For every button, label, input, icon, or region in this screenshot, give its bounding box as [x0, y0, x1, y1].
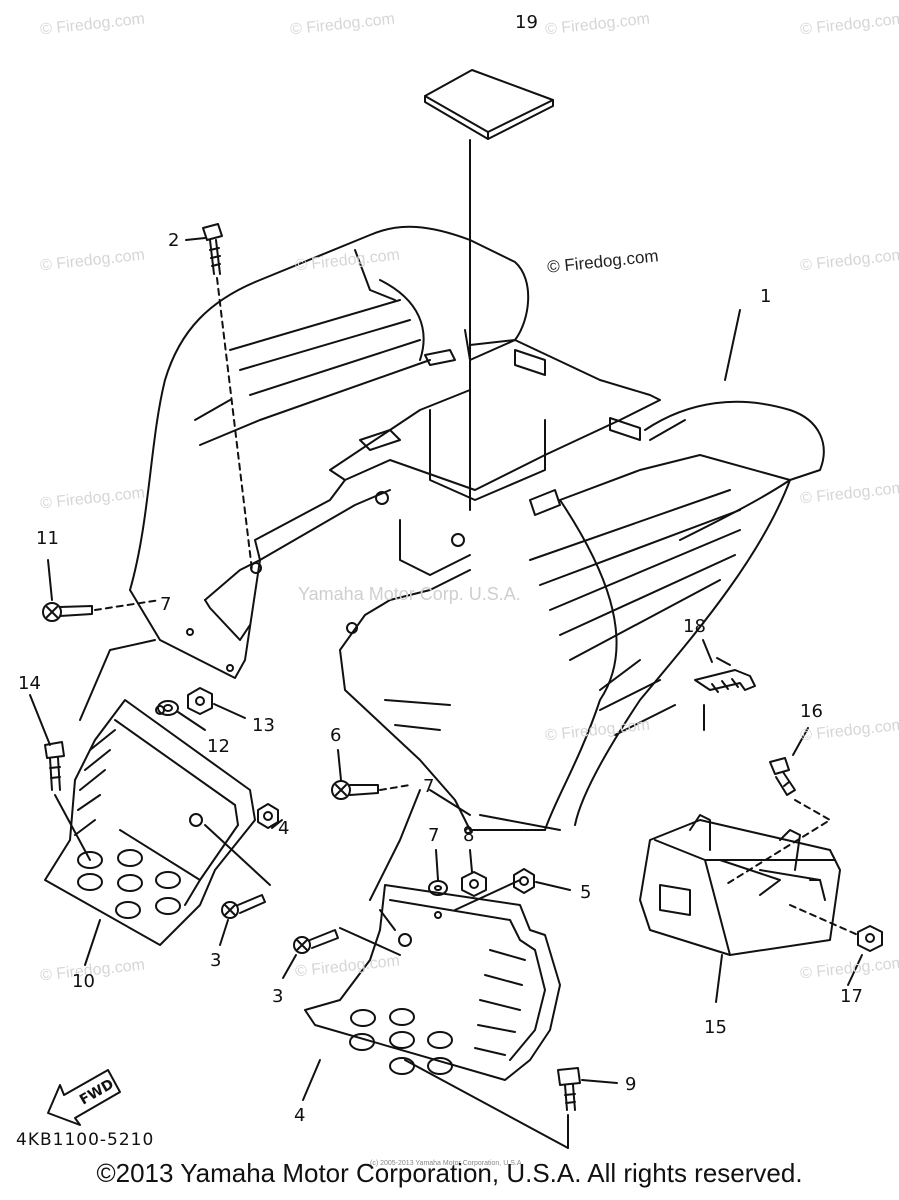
part-9-bolt: [557, 1067, 581, 1111]
dash-11: [94, 599, 161, 611]
callout-17: 17: [840, 986, 863, 1007]
dash-16: [724, 799, 831, 886]
fwd-arrow-icon: [47, 1069, 121, 1126]
callout-16: 16: [800, 701, 823, 722]
leader-4b: [535, 881, 571, 891]
leader-15: [715, 954, 723, 1003]
dash-7c: [429, 789, 471, 816]
tiny-copyright: (c) 2005-2013 Yamaha Motor Corporation, …: [370, 1160, 524, 1167]
callout-7: 7: [160, 594, 172, 615]
leader-16: [792, 727, 809, 756]
dash-14: [54, 794, 91, 861]
part-3-screw-left: [221, 894, 266, 919]
leader-3b: [282, 954, 297, 979]
dash-2: [216, 277, 253, 571]
leader-9: [581, 1079, 618, 1084]
part-17-nut: [857, 925, 883, 952]
leader-7: [435, 849, 439, 881]
callout-3: 3: [210, 950, 222, 971]
leader-2: [185, 237, 206, 241]
callout-1: 1: [760, 286, 772, 307]
part-13-nut: [187, 687, 213, 715]
dash-7b: [369, 789, 421, 901]
callout-4: 4: [278, 818, 290, 839]
part-16-screw: [769, 757, 796, 796]
callout-12: 12: [207, 736, 230, 757]
part-15-storage-box: [639, 814, 841, 956]
leader-17: [847, 954, 863, 986]
callout-2: 2: [168, 230, 180, 251]
callout-3: 3: [272, 986, 284, 1007]
part-12-washer: [157, 700, 179, 716]
leader-11: [47, 559, 53, 601]
part-14-bolt: [44, 741, 65, 791]
center-watermark: Yamaha Motor Corp. U.S.A.: [298, 584, 521, 604]
callout-4: 5: [580, 882, 592, 903]
callout-5: 4: [294, 1105, 306, 1126]
callout-6: 6: [330, 725, 342, 746]
callout-10: 10: [72, 971, 95, 992]
leader-14: [29, 694, 51, 746]
leader-6: [337, 749, 342, 781]
part-7-washer: [428, 880, 448, 896]
part-1-rear-fender: [129, 225, 825, 834]
part-18-clip: [694, 657, 756, 693]
callout-7: 7: [428, 825, 440, 846]
callout-15: 15: [704, 1017, 727, 1038]
fwd-label: FWD: [77, 1076, 117, 1108]
copyright-footer: ©2013 Yamaha Motor Corporation, U.S.A. A…: [96, 1158, 803, 1188]
part-2-bolt: [202, 223, 223, 275]
dash-17: [789, 904, 859, 936]
callout-8: 8: [463, 825, 475, 846]
leader-3a: [219, 919, 229, 946]
dash-3a: [204, 824, 271, 886]
part-5-right-mudguard: [304, 884, 561, 1081]
leader-13: [213, 703, 246, 719]
leader-18: [702, 639, 713, 663]
leader-4a: [271, 819, 283, 829]
leader-8: [469, 849, 473, 873]
part-11-screw: [42, 602, 93, 622]
callout-19: 19: [515, 12, 538, 33]
callout-13: 13: [252, 715, 275, 736]
dash-9b: [404, 1059, 569, 1149]
part-19-pad: [424, 69, 554, 140]
part-3-screw-center: [293, 929, 339, 954]
dash-4b: [454, 879, 521, 911]
leader-1: [724, 309, 741, 381]
leader-12: [177, 711, 206, 731]
leader-5: [302, 1059, 321, 1101]
callout-14: 14: [18, 673, 41, 694]
callout-11: 11: [36, 528, 59, 549]
dash-3b: [339, 927, 401, 956]
callout-7: 7: [423, 776, 435, 797]
dash-7a: [79, 639, 156, 721]
part-code: 4KB1100-5210: [16, 1130, 155, 1150]
callout-9: 9: [625, 1074, 637, 1095]
leader-10: [84, 919, 101, 966]
part-8-nut: [461, 871, 487, 897]
callout-18: 18: [683, 616, 706, 637]
dash-6: [379, 784, 411, 791]
part-6-screw: [331, 780, 379, 800]
